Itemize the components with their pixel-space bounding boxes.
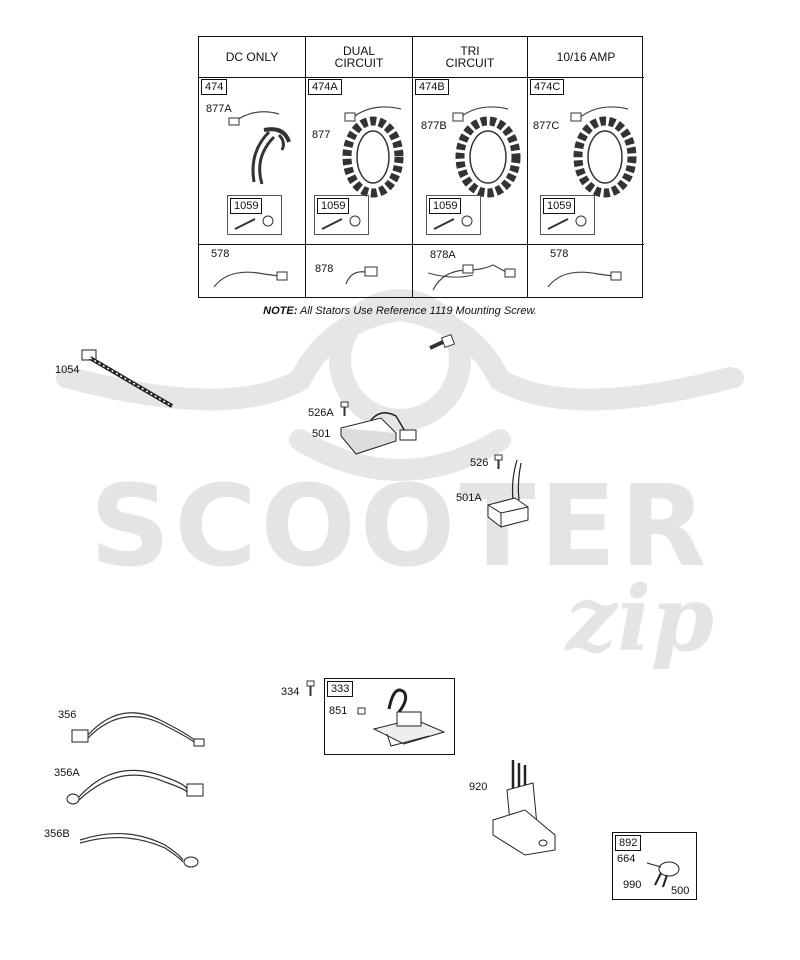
part-label-500[interactable]: 500 [671,885,690,897]
screw-526A-icon [340,401,349,416]
kit-number[interactable]: 474C [530,79,565,95]
screw-kit-box: 1059 [227,195,282,235]
stator-label[interactable]: 877A [206,103,232,115]
screw-icon [547,215,587,230]
regulator-501-icon [340,412,417,455]
part-label-333[interactable]: 333 [327,681,354,697]
screw-kit-box: 1059 [426,195,481,235]
lead-wire-icon [345,266,378,285]
cable-356A-icon [66,769,204,805]
lead-label[interactable]: 878A [430,249,456,261]
kit-number[interactable]: 474B [415,79,449,95]
stator-tri-icon [452,106,521,198]
screw-kit-number[interactable]: 1059 [429,198,462,214]
watermark-brand: SCOOTER [90,462,710,592]
table-column: DUAL CIRCUIT 474A 877 1059 878 [306,37,413,297]
switch-892-icon [646,861,680,888]
part-label-356A[interactable]: 356A [54,767,80,779]
screw-kit-number[interactable]: 1059 [230,198,263,214]
cable-356-icon [71,712,205,747]
stator-table: DC ONLY 474 877A 1059 578 DUAL CIRCUIT 4… [198,36,644,298]
part-label-990[interactable]: 990 [623,879,642,891]
table-column: TRI CIRCUIT 474B 877B 1059 878A [413,37,528,297]
stator-dual-icon [342,106,404,198]
stator-label[interactable]: 877B [421,120,447,132]
mounting-screw-icon [429,333,456,350]
stator-label[interactable]: 877C [533,120,560,132]
stator-dc-icon [228,111,291,185]
assembly-333-box: 333 851 [324,678,455,755]
solenoid-920-icon [492,760,556,856]
cable-tie-icon [81,349,174,408]
part-label-1054[interactable]: 1054 [55,364,80,376]
lead-wire-icon [547,271,622,288]
part-label-526A[interactable]: 526A [308,407,334,419]
part-label-851[interactable]: 851 [329,705,348,717]
stator-amp-icon [570,106,637,198]
column-header: 10/16 AMP [528,37,644,78]
watermark-script: zip [564,566,714,672]
stator-label[interactable]: 877 [312,129,331,141]
column-header: TRI CIRCUIT [413,37,527,78]
screw-kit-number[interactable]: 1059 [317,198,350,214]
part-label-356[interactable]: 356 [58,709,77,721]
lead-label[interactable]: 578 [550,248,569,260]
table-column: 10/16 AMP 474C 877C 1059 578 [528,37,644,297]
lead-wire-icon [427,264,516,291]
note-prefix: NOTE: [263,305,298,317]
table-column: DC ONLY 474 877A 1059 578 [199,37,306,297]
lead-wire-icon [213,271,288,288]
part-label-501[interactable]: 501 [312,428,331,440]
part-label-501A[interactable]: 501A [456,492,482,504]
kit-number[interactable]: 474 [201,79,228,95]
part-label-664[interactable]: 664 [617,853,636,865]
part-label-356B[interactable]: 356B [44,828,70,840]
column-header: DUAL CIRCUIT [306,37,412,78]
assembly-892-box: 892 664 990 500 [612,832,697,900]
screw-icon [234,215,274,230]
note-text: All Stators Use Reference 1119 Mounting … [300,305,537,317]
part-label-334[interactable]: 334 [281,686,300,698]
screw-icon [321,215,361,230]
regulator-501A-icon [487,459,529,528]
stator-note: NOTE: All Stators Use Reference 1119 Mou… [0,305,800,317]
screw-526-icon [494,454,503,469]
screw-kit-number[interactable]: 1059 [543,198,576,214]
screw-kit-box: 1059 [540,195,595,235]
lead-label[interactable]: 878 [315,263,334,275]
cable-356B-icon [79,833,199,868]
lead-label[interactable]: 578 [211,248,230,260]
column-header: DC ONLY [199,37,305,78]
rectifier-333-icon [372,688,446,747]
screw-kit-box: 1059 [314,195,369,235]
part-label-892[interactable]: 892 [615,835,642,851]
screw-334-icon [306,680,315,696]
part-label-526[interactable]: 526 [470,457,489,469]
kit-number[interactable]: 474A [308,79,342,95]
clip-851-icon [357,707,366,715]
part-label-920[interactable]: 920 [469,781,488,793]
screw-icon [433,215,473,230]
